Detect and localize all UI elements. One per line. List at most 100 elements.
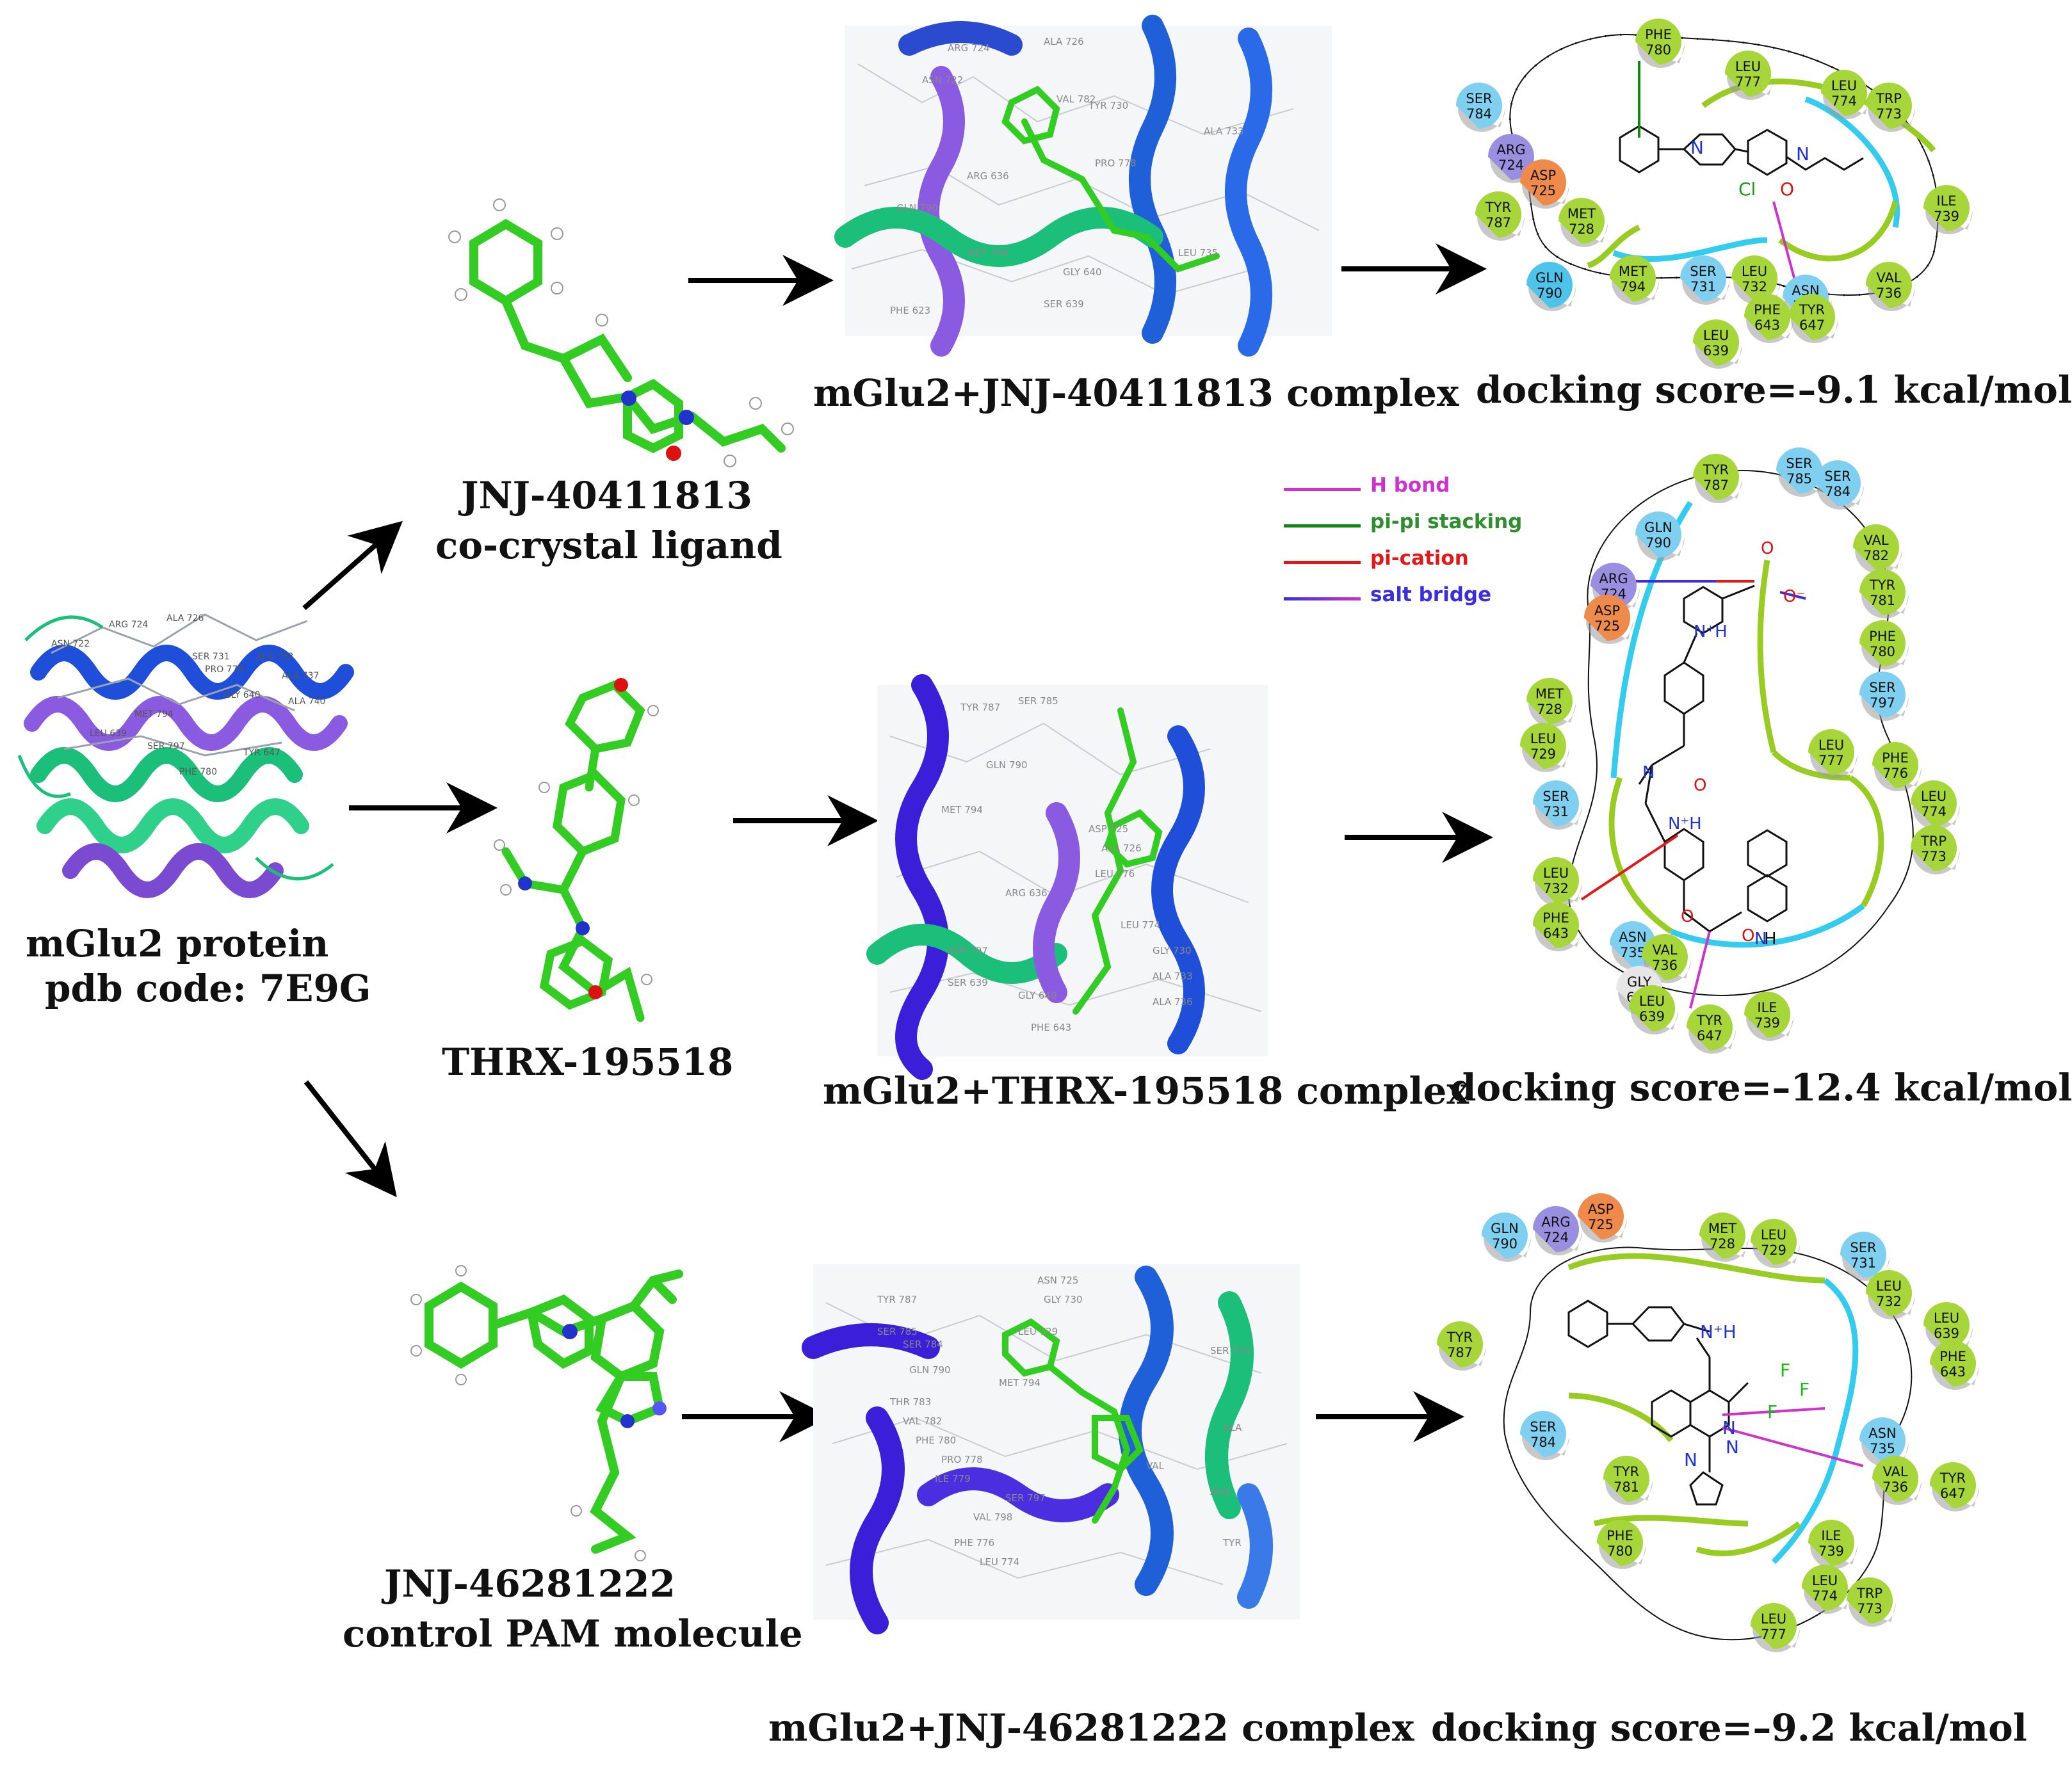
residue-number: 794 [1620,279,1646,294]
complex-residue-label: SER 731 [1210,1345,1250,1357]
residue-name: PHE [1542,910,1569,926]
atom-label: F [1767,1401,1777,1422]
residue-number: 725 [1594,618,1620,634]
ligand1-subtitle: co-crystal ligand [435,524,782,567]
complex-residue-label: SER 639 [1044,298,1084,310]
complex-residue-label: PHE 780 [916,1435,956,1446]
complex-residue-label: GLN 790 [986,759,1028,771]
residue-name: TYR [1869,577,1895,593]
residue-name: TRP [1920,834,1947,849]
residue-name: LEU [1543,866,1569,881]
residue-name: TRP [1875,91,1902,106]
residue-number: 784 [1530,1435,1556,1450]
atom-label: N [1796,143,1809,165]
complex-residue-label: GLN 790 [896,202,938,214]
complex-residue-label: ARG 724 [948,42,990,54]
complex-residue-label: TYR 787 [877,1294,917,1305]
residue-name: ARG [1599,571,1628,586]
residue-name: SER [1530,1419,1556,1435]
complex-residue-label: ASP 725 [1089,823,1128,835]
residue-name: PHE [1645,27,1672,42]
residue-number: 731 [1690,279,1716,294]
complex-residue-label: GLY 730 [1153,945,1192,956]
residue-number: 780 [1607,1543,1633,1559]
residue-name: LEU [1761,1611,1786,1627]
atom-label: N [1642,763,1655,782]
residue-number: 773 [1876,106,1902,122]
residue-name: SER [1466,91,1492,106]
complex-residue-label: LEU 774 [1121,919,1160,931]
ligand1-3d-structure-image [448,198,794,467]
ligand1-name: JNJ-40411813 [461,474,752,517]
complex2-caption: mGlu2+THRX-195518 complex [823,1069,1469,1113]
atom-label: H [1764,930,1777,949]
complex-residue-label: PRO 778 [941,1454,983,1465]
residue-number: 774 [1831,93,1857,109]
atom-label: N⁺H [1668,814,1702,834]
complex-residue-label: PHE 623 [890,305,930,316]
residue-number: 777 [1735,74,1761,90]
residue-name: GLN [1535,270,1564,286]
residue-number: 728 [1710,1236,1735,1252]
protein-residue-label: SER 731 [192,652,230,662]
protein-residue-label: LEU 639 [90,729,127,739]
residue-number: 735 [1620,945,1646,960]
residue-name: SER [1786,456,1812,471]
residue-name: LEU [1831,78,1857,93]
atom-label: O [1761,539,1774,558]
residue-name: MET [1619,264,1647,279]
protein-residue-label: ALA 726 [166,613,204,624]
residue-name: TYR [1613,1464,1639,1479]
residue-name: ARG [1496,142,1525,157]
residue-name: ARG [1541,1214,1570,1230]
legend-swatch [1284,597,1361,600]
complex-residue-label: ALA 733 [1204,125,1244,137]
ligand3-3d-structure-image [410,1265,683,1561]
complex-residue-label: LEU 735 [1178,247,1218,259]
residue-name: PHE [1754,302,1781,318]
complex3-caption: mGlu2+JNJ-46281222 complex [768,1706,1414,1750]
atom-label: O [1681,907,1694,926]
residue-name: VAL [1876,270,1901,286]
complex-residue-label: GLY 640 [1018,990,1057,1001]
residue-number: 724 [1498,157,1524,173]
residue-number: 736 [1882,1479,1908,1495]
residue-name: MET [1567,206,1596,222]
residue-number: 790 [1646,535,1671,551]
residue-number: 797 [1870,695,1895,711]
residue-number: 725 [1530,183,1556,198]
protein-residue-label: ASN 722 [51,639,90,649]
residue-name: TYR [1703,462,1729,478]
residue-name: MET [1535,686,1564,702]
atom-label: F [1799,1379,1809,1400]
legend-label: pi-pi stacking [1370,510,1523,533]
residue-name: TYR [1446,1330,1473,1345]
residue-name: PHE [1869,629,1896,644]
